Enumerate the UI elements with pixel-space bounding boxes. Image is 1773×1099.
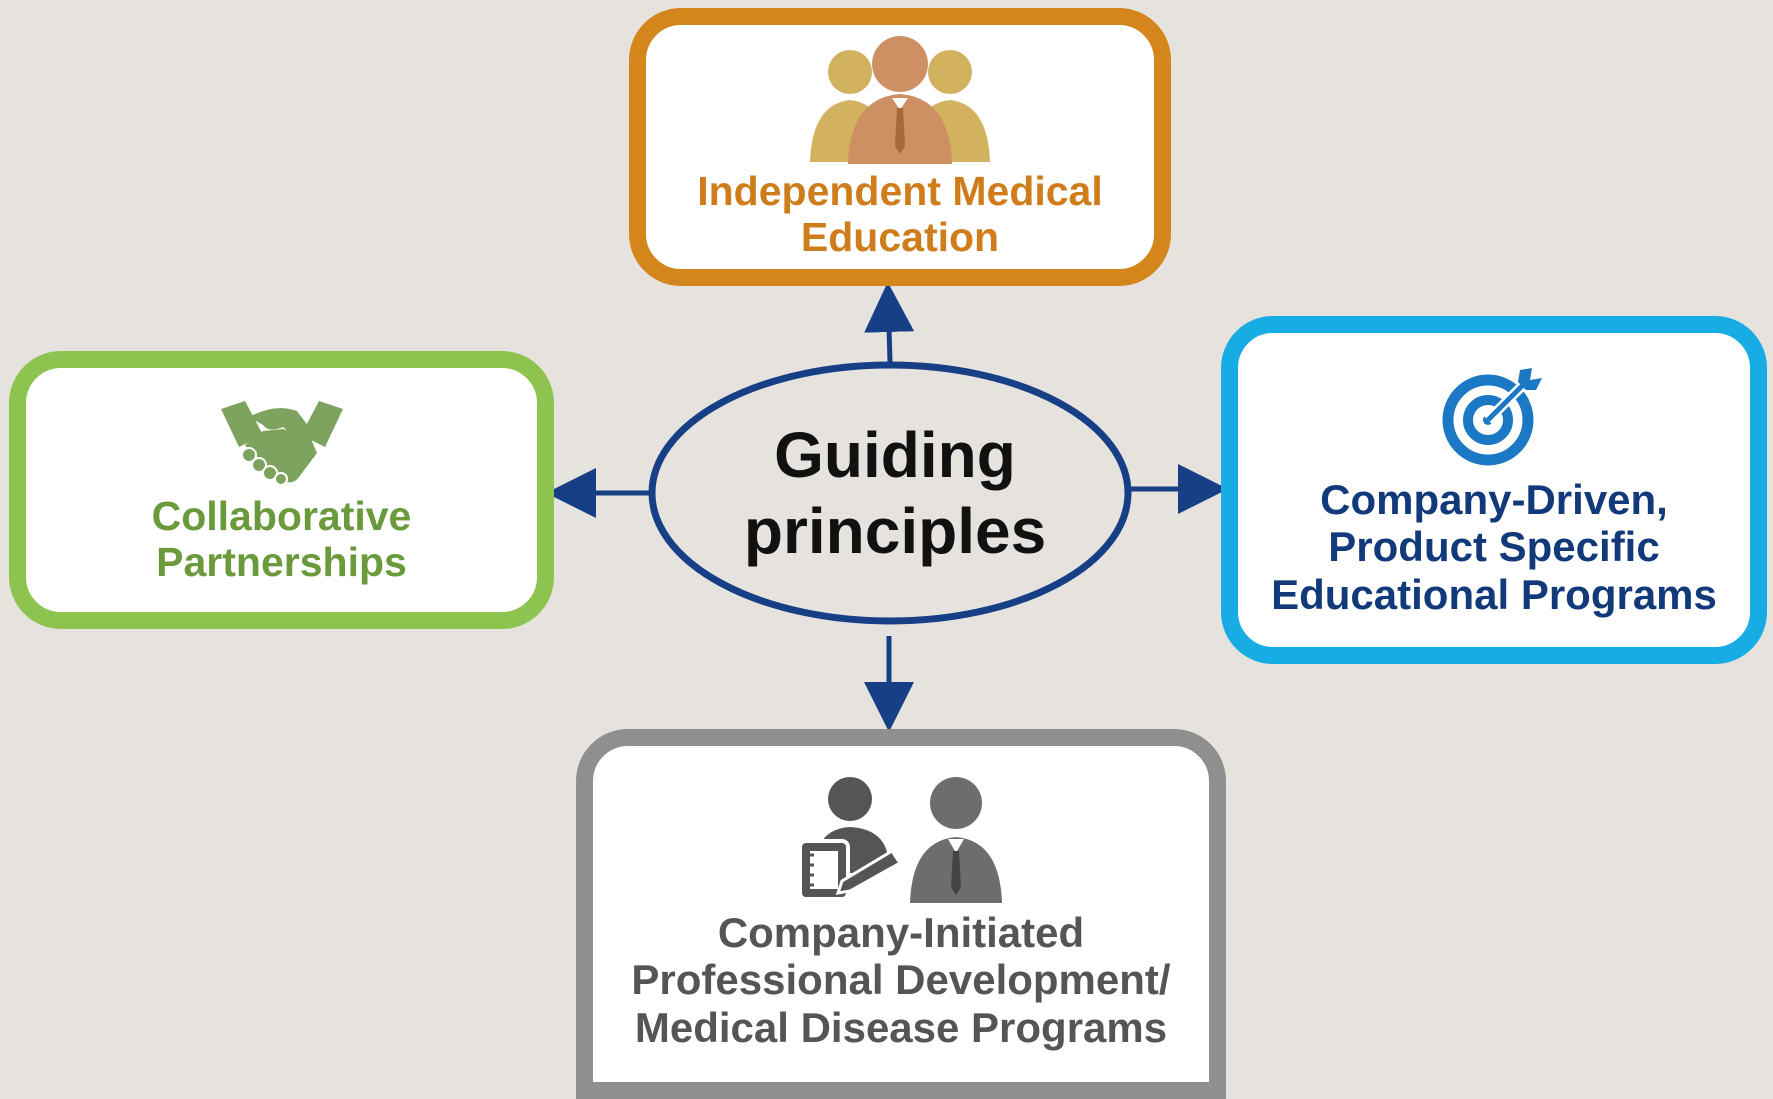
group-of-people-icon xyxy=(808,34,992,164)
company-driven-box: Company-Driven, Product Specific Educati… xyxy=(1221,316,1767,664)
company-driven-label-line2: Product Specific xyxy=(1328,523,1660,571)
independent-medical-education-box: Independent Medical Education xyxy=(629,8,1171,286)
ime-label-line2: Education xyxy=(800,214,1000,260)
arrow-to-top xyxy=(864,282,915,363)
center-ellipse xyxy=(648,361,1132,625)
collab-label-line2: Partnerships xyxy=(156,539,407,585)
collaborative-partnerships-box: Collaborative Partnerships xyxy=(9,351,554,629)
target-with-arrow-icon xyxy=(1442,362,1546,466)
handshake-icon xyxy=(219,395,345,487)
company-initiated-label-line1: Company-Initiated xyxy=(717,908,1085,956)
company-driven-label-line1: Company-Driven, xyxy=(1320,475,1668,523)
collab-label-line1: Collaborative xyxy=(151,492,412,539)
company-initiated-box: Company-Initiated Professional Developme… xyxy=(576,729,1226,1099)
center-label: Guiding principles xyxy=(650,418,1140,569)
presenter-and-person-icon xyxy=(794,776,1008,903)
ime-label-line1: Independent Medical xyxy=(697,167,1103,214)
company-initiated-label-line3: Medical Disease Programs xyxy=(634,1003,1168,1051)
company-initiated-label-line2: Professional Development/ xyxy=(631,956,1171,1004)
center-label-line2: principles xyxy=(743,494,1047,567)
company-driven-label-line3: Educational Programs xyxy=(1271,570,1717,618)
center-label-line1: Guiding xyxy=(774,419,1016,491)
